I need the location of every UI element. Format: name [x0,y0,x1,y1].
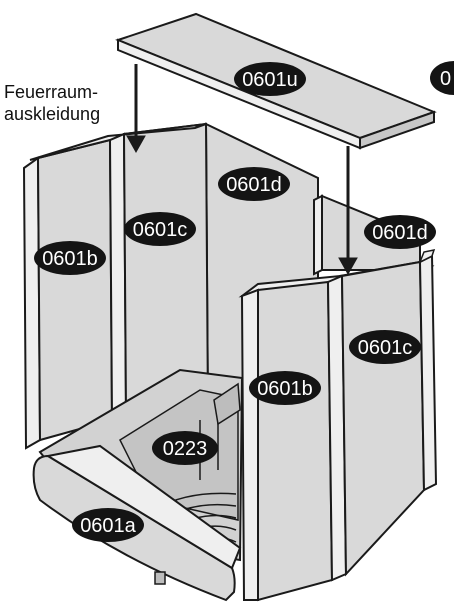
badge-right-front: 0601b [249,371,321,405]
badge-top-cut: 0 [430,61,454,95]
badge-right-back: 0601c [349,330,421,364]
badge-right-back-label: 0601c [358,337,413,359]
caption-line-1: Feuerraum- [4,82,98,102]
badge-left-back: 0601c [124,212,196,246]
badge-left-back-label: 0601c [133,219,188,241]
badge-grate-label: 0223 [163,438,208,460]
badge-top-cut-label: 0 [440,68,451,90]
badge-back-left-label: 0601d [226,174,282,196]
badge-front-lip-label: 0601a [80,515,136,537]
badge-left-front-label: 0601b [42,248,98,270]
left-side-panels [22,122,210,450]
badge-grate: 0223 [152,431,218,465]
badge-back-right: 0601d [364,215,436,249]
assembly-arrows [126,64,358,276]
badge-front-lip: 0601a [72,508,144,542]
badge-right-front-label: 0601b [257,378,313,400]
caption-line-2: auskleidung [4,104,100,124]
badge-top: 0601u [234,62,306,96]
right-front-panels [238,249,438,602]
badge-back-left: 0601d [218,167,290,201]
badge-left-front: 0601b [34,241,106,275]
badge-back-right-label: 0601d [372,222,428,244]
badge-top-label: 0601u [242,69,298,91]
